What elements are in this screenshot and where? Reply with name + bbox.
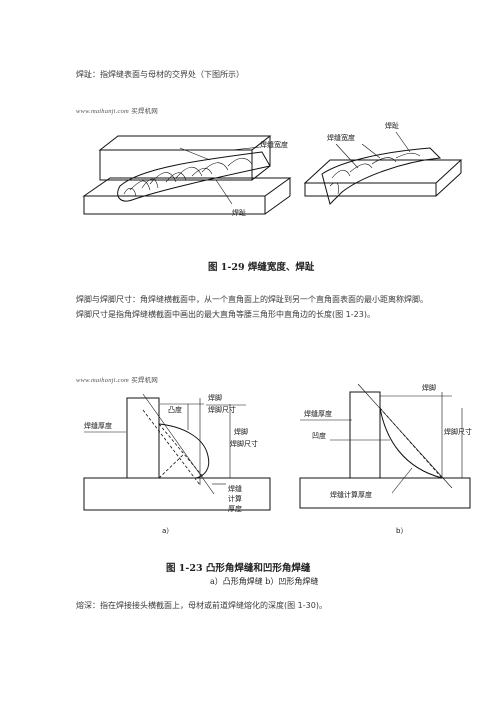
label-leg-a1: 焊脚	[208, 393, 222, 402]
label-leg-size-a2: 焊脚尺寸	[230, 439, 258, 448]
label-weld-toe-right: 焊趾	[385, 121, 399, 130]
label-calc-thickness-a3: 厚度	[228, 504, 242, 513]
label-convexity: 凸度	[168, 405, 182, 414]
label-calc-thickness-a1: 焊缝	[228, 484, 242, 493]
label-calc-thickness-a2: 计算	[228, 494, 242, 503]
watermark: www.maihanji.com 买焊机网	[76, 105, 158, 115]
label-weld-thickness-a: 焊缝厚度	[84, 421, 112, 430]
label-leg-a2: 焊脚	[234, 427, 248, 436]
label-weld-width-left: 焊缝宽度	[260, 140, 288, 149]
label-weld-toe-left: 焊趾	[232, 208, 246, 217]
label-concavity: 凹度	[312, 431, 326, 440]
paragraph-weld-leg: 焊脚与焊脚尺寸：角焊缝横截面中，从一个直角面上的焊趾到另一个直角面表面的最小距离…	[76, 295, 428, 320]
label-weld-width-right: 焊缝宽度	[327, 133, 355, 142]
tag-a: a）	[162, 527, 173, 535]
tag-b: b）	[396, 527, 407, 535]
caption-fig-1-29: 图 1-29 焊缝宽度、焊趾	[208, 262, 315, 273]
watermark-domain: www.maihanji.com	[76, 377, 129, 384]
paragraph-penetration: 熔深：指在焊接接头横截面上，母材或前道焊缝熔化的深度(图 1-30)。	[76, 601, 327, 610]
label-leg-size-a1: 焊脚尺寸	[208, 405, 236, 414]
subcaption-fig-1-23: a）凸形角焊缝 b）凹形角焊缝	[210, 577, 319, 586]
paragraph-weld-toe: 焊趾：指焊缝表面与母材的交界处（下图所示）	[76, 70, 244, 79]
watermark-domain: www.maihanji.com	[76, 108, 129, 115]
label-weld-thickness-b: 焊缝厚度	[304, 409, 332, 418]
watermark: www.maihanji.com 买焊机网	[76, 374, 158, 384]
caption-fig-1-23: 图 1-23 凸形角焊缝和凹形角焊缝	[166, 563, 311, 574]
label-calc-thickness-b: 焊缝计算厚度	[330, 490, 372, 499]
label-leg-size-b: 焊脚尺寸	[444, 427, 472, 436]
watermark-name: 买焊机网	[131, 107, 159, 115]
watermark-name: 买焊机网	[131, 376, 159, 384]
label-leg-b: 焊脚	[422, 383, 436, 392]
